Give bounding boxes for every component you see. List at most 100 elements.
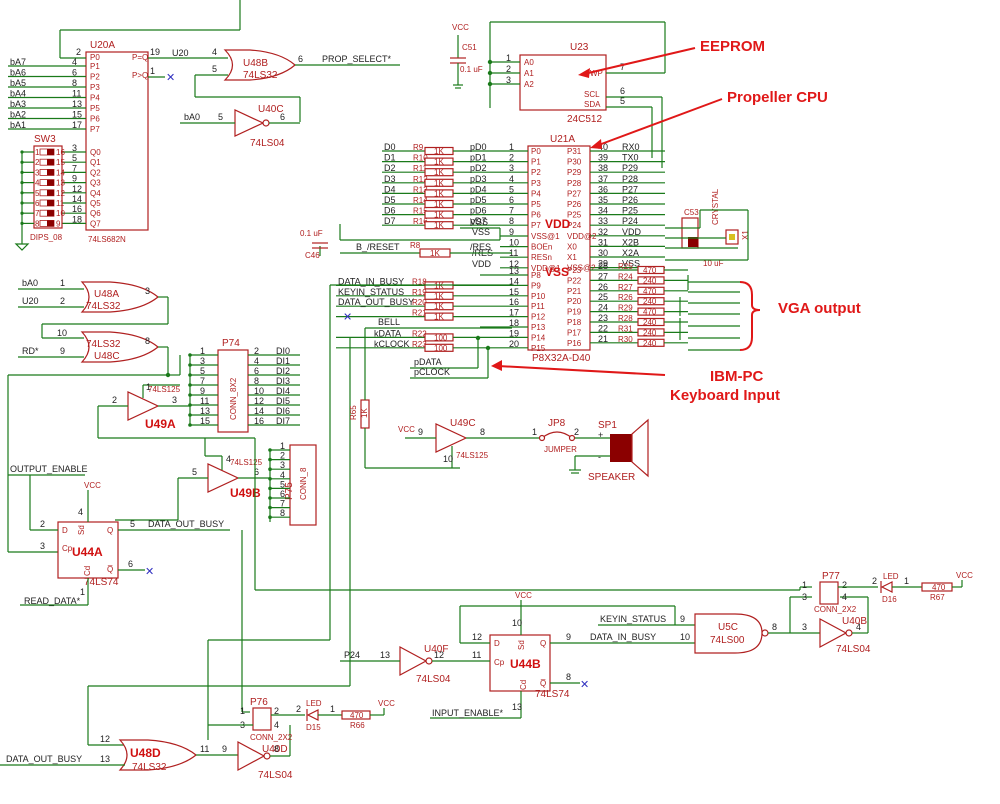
net-output-enable: OUTPUT_ENABLE xyxy=(10,464,88,474)
resistor-ref: R30 xyxy=(618,335,633,344)
propeller-pin-name: P30 xyxy=(567,158,582,167)
u20a-q-pin: 12 xyxy=(72,184,82,194)
d15-part: LED xyxy=(306,699,322,708)
propeller-pin-name: P15 xyxy=(531,344,546,353)
u49c-pin10: 10 xyxy=(443,454,453,464)
sw3-pin-left: 1 xyxy=(35,148,40,157)
dip-switch-knob xyxy=(47,179,54,186)
net-keyin-status: KEYIN_STATUS xyxy=(600,614,666,624)
propeller-pin-number: 1 xyxy=(509,142,514,152)
net-label: DATA_IN_BUSY xyxy=(338,276,404,286)
d15-pin2: 2 xyxy=(296,704,301,714)
u20a-pin-name: P3 xyxy=(90,83,100,92)
u44b-flip-flop: U44B 74LS74 D Cp Q Q̅ Sd Cd 12 11 9 DATA… xyxy=(430,591,695,719)
u20a-pin-name: P4 xyxy=(90,94,100,103)
sp1-speaker: SP1 SPEAKER + - xyxy=(569,418,649,483)
u44a-ref: U44A xyxy=(72,545,103,559)
propeller-pin-number: 32 xyxy=(598,227,608,237)
u40c-pin6: 6 xyxy=(280,112,285,122)
p74-pin-left: 5 xyxy=(200,366,205,376)
net-di4: DI4 xyxy=(276,386,290,396)
p75-pin: 6 xyxy=(280,489,285,499)
u20a-pin-name: P7 xyxy=(90,125,100,134)
resistor-value: 1K xyxy=(434,147,444,156)
propeller-pin-name: VSS@1 xyxy=(531,232,560,241)
sw3-part: DIPS_08 xyxy=(30,233,63,242)
net-d3: D3 xyxy=(384,174,396,184)
crystal-icon xyxy=(729,234,735,240)
p75-part: CONN_8 xyxy=(299,467,308,500)
u5c-ref: U5C xyxy=(718,622,738,633)
propeller-pin-name: P3 xyxy=(531,179,541,188)
u20a-q-pin: 7 xyxy=(72,163,77,173)
u49b-pin6: 6 xyxy=(254,467,259,477)
sw3-pin-right: 12 xyxy=(56,189,65,198)
propeller-pin-number: 30 xyxy=(598,248,608,258)
p75-pin: 1 xyxy=(280,441,285,451)
u20a-q-pin: 16 xyxy=(72,204,82,214)
u23-part: 24C512 xyxy=(567,114,602,125)
u5c-pin8: 8 xyxy=(772,622,777,632)
jp8-part: JUMPER xyxy=(544,445,577,454)
propeller-pin-number: 25 xyxy=(598,292,608,302)
dip-switch-knob xyxy=(47,220,54,227)
u40c-pin5: 5 xyxy=(218,112,223,122)
net-label: kDATA xyxy=(374,328,401,338)
sw3-pin-left: 3 xyxy=(35,168,40,177)
no-connect-icon: ✕ xyxy=(343,311,352,324)
u44b-pin-q: 9 xyxy=(566,632,571,642)
p74-pin-left: 7 xyxy=(200,376,205,386)
resistor-ref: R11 xyxy=(413,164,428,173)
d16-led: LED D16 2 470 R67 1 VCC xyxy=(872,571,973,604)
propeller-pin-name: P6 xyxy=(531,211,541,220)
u20a-pin: 4 xyxy=(72,57,77,67)
d15-led: LED D15 2 470 R66 1 VCC xyxy=(296,699,395,732)
u44b-sd: Sd xyxy=(517,640,526,650)
u48d-pin12: 12 xyxy=(100,734,110,744)
r8-val: 1K xyxy=(430,249,440,258)
dip-switch-knob xyxy=(47,210,54,217)
net-label: TX0 xyxy=(622,153,639,163)
resistor-ref: R9 xyxy=(413,143,424,152)
propeller-pin-number: 23 xyxy=(598,313,608,323)
d16-part: LED xyxy=(883,572,899,581)
u48a-ref: U48A xyxy=(94,289,119,300)
u23-wp-pin: 7 xyxy=(620,62,625,72)
junction-dot xyxy=(188,403,192,407)
propeller-pin-number: 36 xyxy=(598,184,608,194)
r66-ref: R66 xyxy=(350,721,365,730)
net-label: P26 xyxy=(622,195,638,205)
p75-pin: 8 xyxy=(280,508,285,518)
propeller-pin-number: 12 xyxy=(509,259,519,269)
u40b-inverter: U40B 74LS04 3 4 xyxy=(802,596,871,655)
u48c-or-gate: 74LS32 U48C 10 RD* 9 8 xyxy=(7,328,181,553)
vcc-u44b: VCC xyxy=(515,591,532,600)
u48a-pin3: 3 xyxy=(145,286,150,296)
net-label: P28 xyxy=(622,174,638,184)
propeller-pin-name: P23 xyxy=(567,266,582,275)
propeller-pin-name: P29 xyxy=(567,168,582,177)
propeller-pin-number: 18 xyxy=(509,318,519,328)
resistor-ref: R21 xyxy=(412,309,427,318)
r67-val: 470 xyxy=(932,583,946,592)
u20a-part: 74LS682N xyxy=(88,235,126,244)
u20a-q-pin: 18 xyxy=(72,214,82,224)
sw3-ref: SW3 xyxy=(34,134,56,145)
no-connect-icon: ✕ xyxy=(145,565,154,578)
junction-dot xyxy=(188,373,192,377)
propeller-pin-name: P13 xyxy=(531,323,546,332)
net-ba1: bA1 xyxy=(10,120,26,130)
jp8-ref: JP8 xyxy=(548,418,566,429)
junction-dot xyxy=(188,393,192,397)
propeller-pin-name: P4 xyxy=(531,189,541,198)
c53-ref: C53 xyxy=(684,208,699,217)
c53-val: 10 uF xyxy=(703,259,724,268)
propeller-pin-name: P2 xyxy=(531,168,541,177)
r8-ref: R8 xyxy=(410,241,421,250)
net-d7: D7 xyxy=(384,216,396,226)
annotation-vga: VGA output xyxy=(778,300,861,317)
sw3-pin-right: 9 xyxy=(56,219,61,228)
u40c-inverter: U40C 74LS04 bA0 5 6 xyxy=(180,104,300,149)
